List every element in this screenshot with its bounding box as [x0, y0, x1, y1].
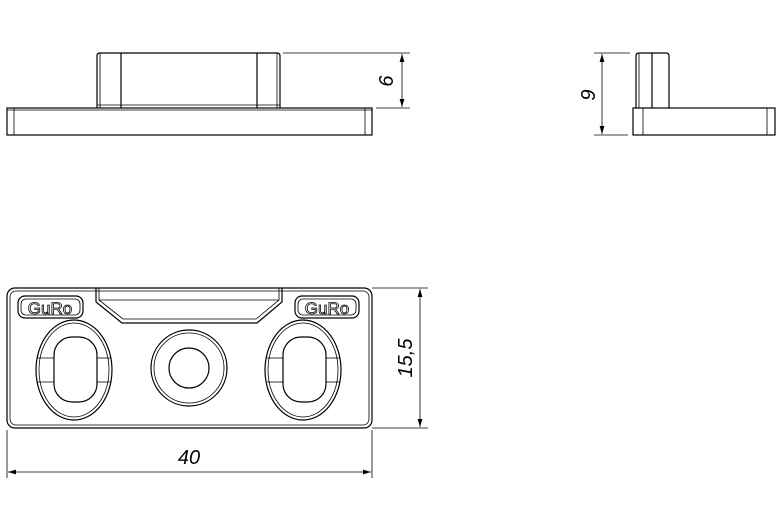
- logo-text-left: GuRo: [28, 299, 72, 318]
- dim-label-6: 6: [376, 75, 398, 87]
- center-round-hole: [150, 329, 228, 407]
- dim-label-9: 9: [578, 89, 600, 100]
- right-oval-hole: [264, 319, 342, 421]
- logo-text-right: GuRo: [305, 299, 349, 318]
- dim-label-40: 40: [178, 447, 200, 469]
- top-width-dimension: 40: [6, 430, 373, 478]
- logo-left: GuRo: [17, 295, 84, 319]
- side-base: [632, 107, 776, 136]
- top-slot: [95, 288, 283, 324]
- front-boss: [96, 52, 281, 108]
- front-view: [6, 52, 373, 136]
- top-plate-outline: [6, 287, 373, 429]
- logo-right: GuRo: [294, 295, 360, 319]
- side-height-dimension: 9: [578, 52, 630, 136]
- front-base: [6, 107, 373, 136]
- top-view: GuRo GuRo: [6, 287, 373, 429]
- left-oval-hole: [35, 319, 113, 421]
- front-height-dimension: 6: [283, 52, 410, 109]
- dim-label-15-5: 15,5: [395, 338, 417, 378]
- top-depth-dimension: 15,5: [372, 287, 428, 429]
- side-view: [632, 52, 776, 136]
